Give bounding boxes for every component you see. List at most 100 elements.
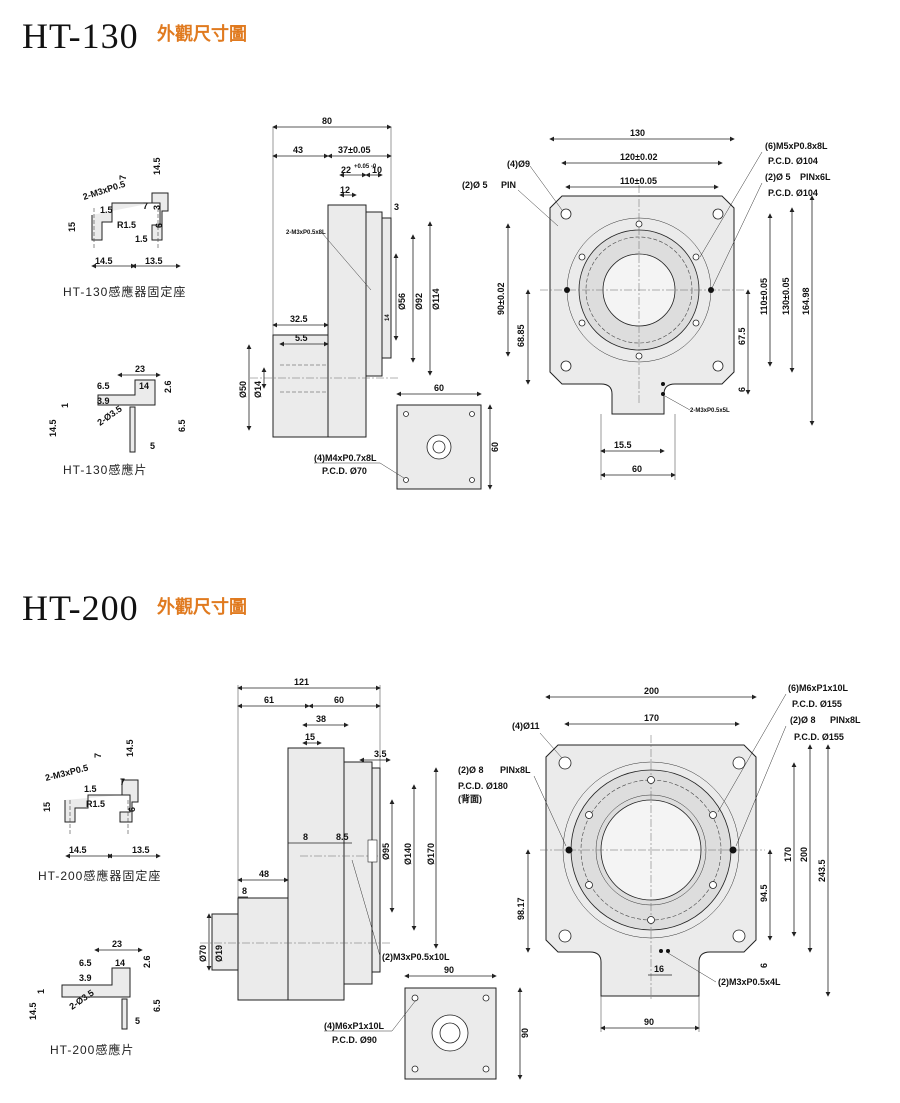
dim-label: Ø95 — [381, 843, 391, 860]
section-ht200: HT-200 外觀尺寸圖 14.5 13.5 R1.5 1.5 7 2-M3xP… — [22, 588, 861, 1080]
dim-label: 60 — [434, 383, 444, 393]
dim-label: 14.5 — [28, 1002, 38, 1020]
dim-label: (2)Ø 8 — [790, 715, 816, 725]
dim-label: 200 — [644, 686, 659, 696]
dim-label: Ø19 — [214, 945, 224, 962]
dim-label: 14.5 — [69, 845, 87, 855]
dim-label: 90 — [444, 965, 454, 975]
dim-label: 14.5 — [48, 419, 58, 437]
dim-label: 80 — [322, 116, 332, 126]
dim-label: (4)Ø9 — [507, 159, 530, 169]
dim-label: 120±0.02 — [620, 152, 657, 162]
dim-label: 3 — [394, 202, 399, 212]
dim-label: 110±0.05 — [620, 176, 657, 186]
sensor-bracket-drawing: 14.5 13.5 R1.5 1.5 7 2-M3xP0.5 14.5 7 6 … — [38, 739, 161, 883]
dim-label: 5 — [150, 441, 155, 451]
dim-label: PIN — [501, 180, 516, 190]
dim-label: 6.5 — [97, 381, 110, 391]
dim-label: 2-M3xP0.5 — [82, 179, 127, 202]
dim-label: 1.5 — [135, 234, 148, 244]
dim-label: 15 — [42, 802, 52, 812]
dim-label: 5 — [135, 1016, 140, 1026]
dim-label: 3.9 — [97, 396, 110, 406]
dim-label: (2)M3xP0.5x4L — [718, 977, 781, 987]
dim-label: 90 — [644, 1017, 654, 1027]
sensor-bracket-drawing: 14.5 13.5 1.5 R1.5 1.5 7 2-M3xP0.5 14.5 … — [63, 157, 186, 299]
dim-label: 1.5 — [84, 784, 97, 794]
dim-label: 7 — [93, 753, 103, 758]
dim-label: 14 — [115, 958, 125, 968]
dim-label: 12 — [340, 185, 350, 195]
dim-label: 8.5 — [336, 832, 349, 842]
flange-holes-label: (4)M6xP1x10L — [324, 1021, 385, 1031]
dim-label: 1.5 — [100, 205, 113, 215]
dim-label: 22 — [341, 165, 351, 175]
sensor-label: HT-130感應片 — [63, 462, 147, 477]
dim-label: 200 — [799, 847, 809, 862]
dim-label: 15 — [67, 222, 77, 232]
dim-label: 170 — [644, 713, 659, 723]
dim-label: 90±0.02 — [496, 283, 506, 315]
dim-label: P.C.D. Ø155 — [792, 699, 842, 709]
dim-label: P.C.D. Ø104 — [768, 188, 818, 198]
dim-label: 32.5 — [290, 314, 308, 324]
top-view-drawing: 130 120±0.02 110±0.05 (4)Ø9 (2)Ø 5 PIN (… — [462, 128, 831, 480]
dim-label: P.C.D. Ø180 — [458, 781, 508, 791]
dim-label: (6)M6xP1x10L — [788, 683, 849, 693]
section-ht130: HT-130 外觀尺寸圖 14.5 13.5 1.5 R1.5 1.5 7 2-… — [22, 16, 831, 490]
dim-label: 2-M3xP0.5x8L — [286, 230, 326, 236]
dim-label: Ø170 — [426, 843, 436, 865]
dim-label: 13.5 — [145, 256, 163, 266]
flange-pcd-label: P.C.D. Ø70 — [322, 466, 367, 476]
dim-label: 7 — [120, 777, 125, 787]
dim-label: 8 — [242, 886, 247, 896]
dim-label: (2)Ø 8 — [458, 765, 484, 775]
top-view-drawing: 200 170 (4)Ø11 (2)Ø 8 PINx8L P.C.D. Ø180… — [458, 683, 861, 1032]
dim-label: 38 — [316, 714, 326, 724]
dim-label: 3 — [152, 205, 162, 210]
dim-label: 60 — [490, 442, 500, 452]
dim-label: Ø114 — [431, 288, 441, 310]
dim-label: 90 — [520, 1028, 530, 1038]
dim-label: 16 — [654, 964, 664, 974]
flange-pcd-label: P.C.D. Ø90 — [332, 1035, 377, 1045]
dim-label: 98.17 — [516, 897, 526, 920]
dim-label: 14 — [139, 381, 149, 391]
dim-label: 14.5 — [125, 739, 135, 757]
dim-label: (2)Ø 5 — [462, 180, 488, 190]
dim-label: (4)Ø11 — [512, 721, 540, 731]
dim-label: 6.5 — [177, 419, 187, 432]
dim-label: (背面) — [458, 793, 482, 804]
dim-label: (2)M3xP0.5x10L — [382, 952, 450, 962]
drawing-caption: 外觀尺寸圖 — [157, 23, 247, 44]
dim-label: 130±0.05 — [781, 278, 791, 315]
dim-label: 68.85 — [516, 324, 526, 347]
dim-label: PINx8L — [500, 765, 531, 775]
dim-label: 1 — [36, 989, 46, 994]
dim-label: 121 — [294, 677, 309, 687]
bracket-label: HT-200感應器固定座 — [38, 868, 161, 883]
flange-view-drawing: 90 90 (4)M6xP1x10L P.C.D. Ø90 — [324, 965, 530, 1080]
dim-label: 2.6 — [142, 955, 152, 968]
dim-label: 110±0.05 — [759, 278, 769, 315]
dim-label: 6 — [759, 963, 769, 968]
dim-label: R1.5 — [117, 220, 136, 230]
model-title: HT-130 — [22, 16, 139, 56]
model-title: HT-200 — [22, 588, 139, 628]
side-view-drawing: 80 43 37±0.05 22 +0.05 -0 10 12 3 2-M3xP… — [238, 116, 441, 438]
dim-label: Ø140 — [403, 843, 413, 865]
sensor-label: HT-200感應片 — [50, 1042, 134, 1057]
dim-label: Ø56 — [397, 293, 407, 310]
dim-label: 6 — [127, 807, 137, 812]
dim-label: 14 — [385, 314, 391, 321]
dim-label: Ø50 — [238, 381, 248, 398]
dim-label: 6 — [737, 387, 747, 392]
bracket-label: HT-130感應器固定座 — [63, 284, 186, 299]
dim-label: PINx8L — [830, 715, 861, 725]
dim-label: 2-Ø3.5 — [95, 404, 123, 428]
dim-label: 5.5 — [295, 333, 308, 343]
dim-label: 3.5 — [374, 749, 387, 759]
dim-label: (2)Ø 5 — [765, 172, 791, 182]
dim-label: 6.5 — [79, 958, 92, 968]
dim-label: 10 — [372, 165, 382, 175]
